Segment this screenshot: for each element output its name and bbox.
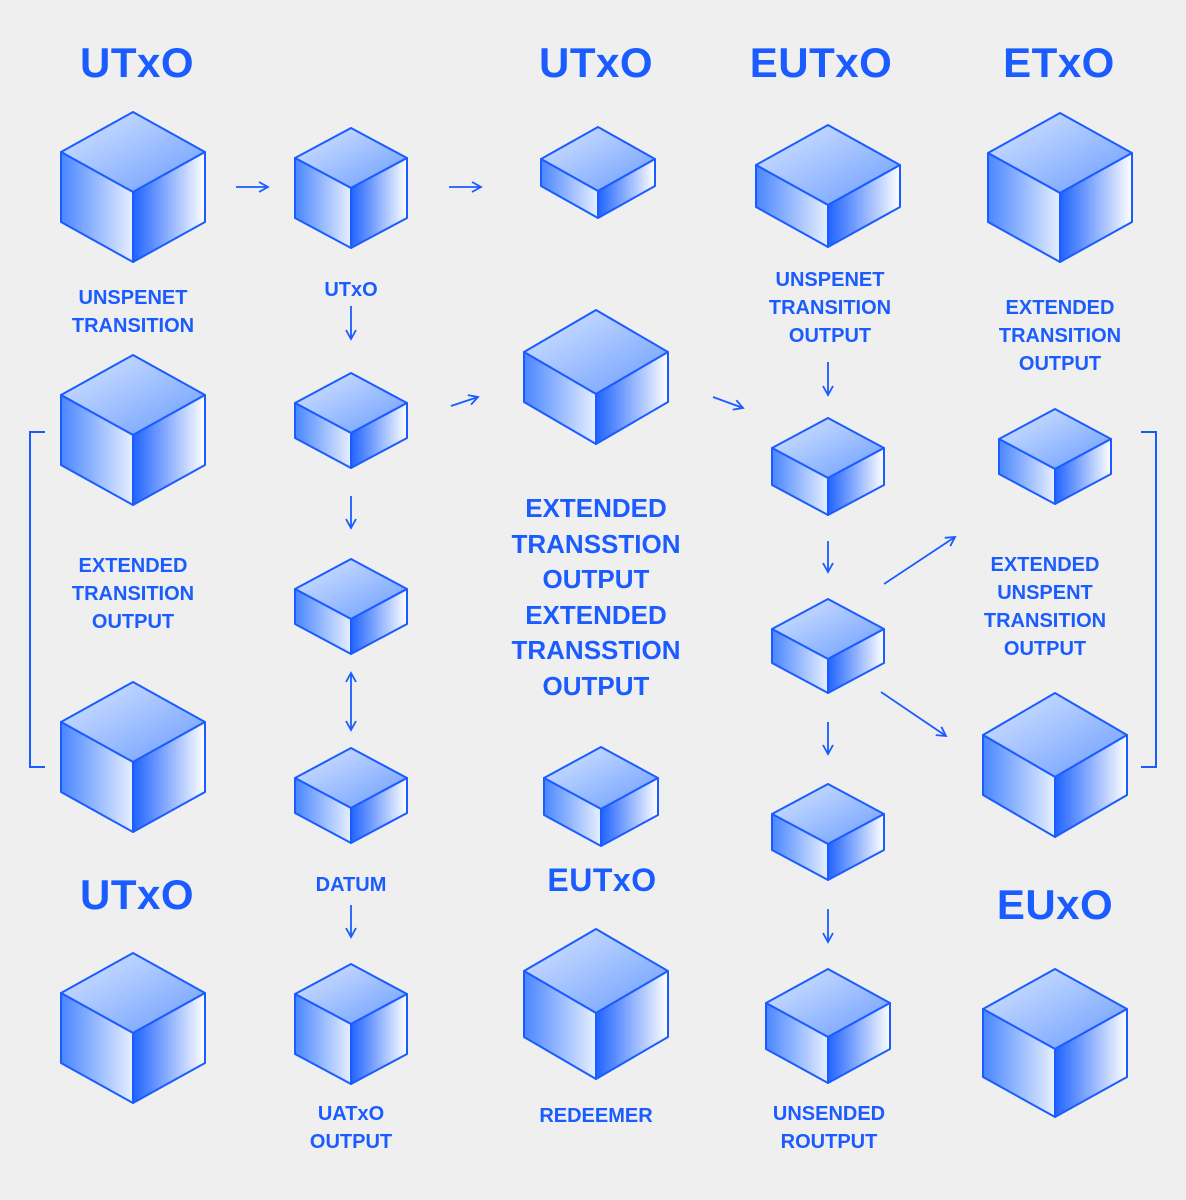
title-utxo-col3-top: UTxO xyxy=(538,39,654,86)
title-etxo-col5-top: ETxO xyxy=(1003,39,1115,86)
cube-icon-col3-2 xyxy=(523,309,669,445)
label-unspenet-transition-output: UNSPENET TRANSITION OUTPUT xyxy=(768,269,892,347)
cube-icon-col3-3 xyxy=(543,746,659,847)
cube-icon-col5-1 xyxy=(987,112,1133,263)
cube-icon-col1-low xyxy=(60,681,206,833)
cube-icons xyxy=(60,111,1133,1118)
right-bracket xyxy=(1141,431,1157,768)
label-redeemer: REDEEMER xyxy=(539,1105,653,1127)
cube-icon-col4-5 xyxy=(765,968,891,1084)
flow-arrows xyxy=(236,181,957,944)
cube-icon-col4-1 xyxy=(755,124,901,248)
cube-icon-col5-2 xyxy=(998,408,1112,505)
title-euxo-col5-bottom: EUxO xyxy=(996,881,1114,928)
label-extended-transition-output-left: EXTENDED TRANSITION OUTPUT xyxy=(71,555,195,633)
cube-icon-col4-3 xyxy=(771,598,885,694)
cube-icon-col1-mid xyxy=(60,354,206,506)
cube-icon-col1-bottom xyxy=(60,952,206,1104)
title-eutxo-col4-top: EUTxO xyxy=(749,39,893,86)
title-utxo-col1-bottom: UTxO xyxy=(79,871,195,918)
arrow-col4-to-col5-upper xyxy=(883,535,957,585)
cube-icon-col5-4 xyxy=(982,968,1128,1118)
label-extended-unspent-transition-output: EXTENDED UNSPENT TRANSITION OUTPUT xyxy=(983,554,1107,660)
cube-icon-col1-top xyxy=(60,111,206,263)
title-utxo-col1-top: UTxO xyxy=(79,39,195,86)
grouping-brackets xyxy=(29,431,1157,768)
cube-icon-col2-5 xyxy=(294,963,408,1085)
cube-icon-col4-4 xyxy=(771,783,885,881)
arrow-col3-to-col4 xyxy=(712,396,745,411)
left-bracket xyxy=(29,431,45,768)
label-extended-transstion-output-block: EXTENDED TRANSSTION OUTPUT EXTENDED TRAN… xyxy=(511,493,681,701)
arrow-col4-to-col5-lower xyxy=(880,691,948,738)
label-unsended-routput: UNSENDED ROUTPUT xyxy=(772,1103,886,1153)
cube-icon-col2-1 xyxy=(294,127,408,249)
cube-icon-col2-4 xyxy=(294,747,408,844)
arrow-col2-to-col3-mid xyxy=(450,394,480,407)
label-datum: DATUM xyxy=(315,874,387,896)
cube-icon-col3-4 xyxy=(523,928,669,1080)
label-uatxo-output: UATxO OUTPUT xyxy=(309,1103,393,1153)
cube-icon-col2-2 xyxy=(294,372,408,469)
title-eutxo-col3-bottom: EUTxO xyxy=(547,862,657,898)
label-extended-transition-output-right: EXTENDED TRANSITION OUTPUT xyxy=(998,297,1122,375)
label-utxo: UTxO xyxy=(324,279,378,301)
cube-icon-col2-3 xyxy=(294,558,408,655)
cube-icon-col5-3 xyxy=(982,692,1128,838)
cube-icon-col4-2 xyxy=(771,417,885,516)
cube-icon-col3-1 xyxy=(540,126,656,219)
label-unspenet-transition: UNSPENET TRANSITION xyxy=(71,287,195,337)
